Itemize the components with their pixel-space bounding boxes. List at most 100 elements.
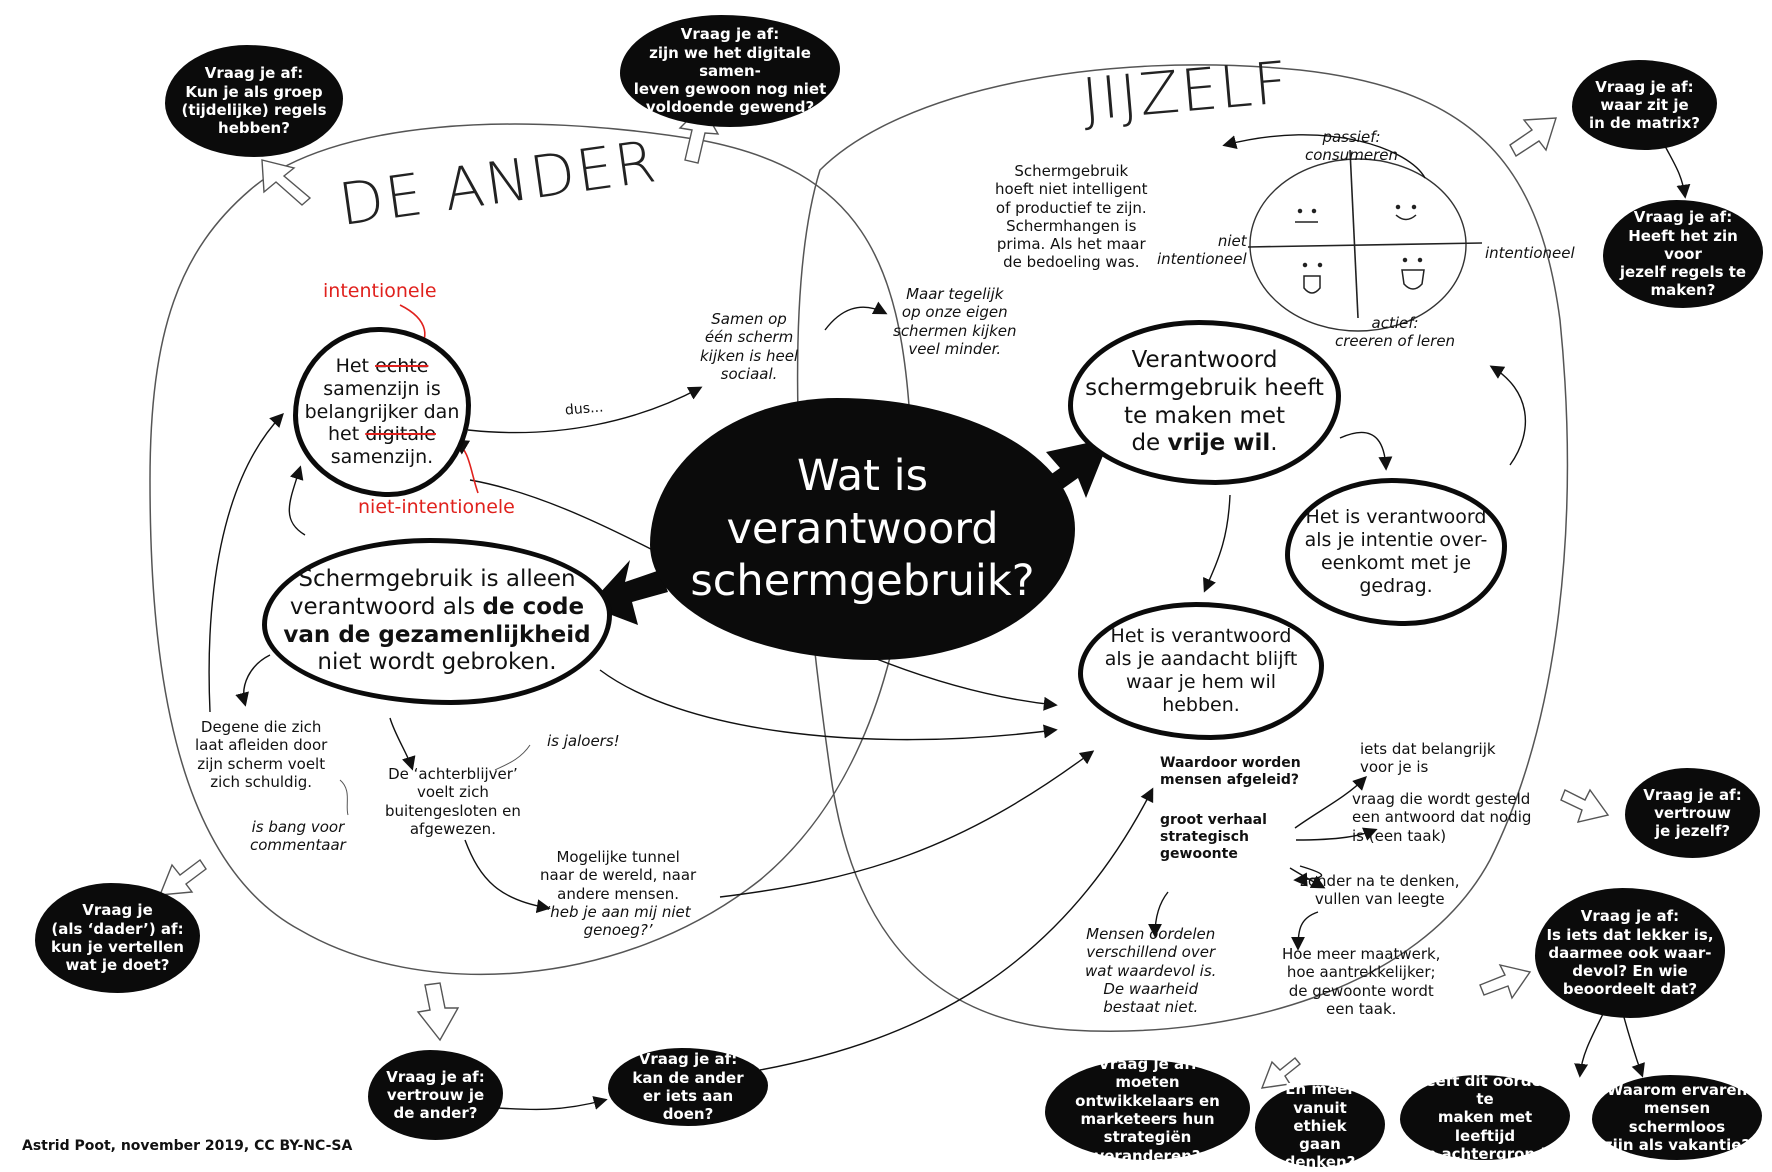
note-samen-2: één scherm [704,328,794,347]
note-waardoor: Waardoor worden mensen afgeleid? [1160,755,1301,789]
intent-line-2: als je intentie over- [1304,529,1488,552]
q-regels-4: maken? [1650,281,1716,300]
left-main-bold-1: de code [482,593,585,620]
face-active-open [1302,262,1323,294]
attention-line-1: Het is verantwoord [1110,625,1292,648]
q-leeftijd-3: en achtergrond? [1415,1144,1555,1163]
note-zonder-1: zonder na te denken, [1300,872,1460,890]
matrix-left-label: niet intentioneel [1157,232,1247,269]
q-lekker-1: Vraag je af: [1580,907,1680,926]
matrix-bottom-2: creeren of leren [1335,332,1456,351]
center-question-line-2: verantwoord [726,503,999,554]
red-intentionele: intentionele [323,280,437,302]
intentie-statement: Het is verantwoord als je intentie over-… [1285,478,1507,626]
note-maar-2: op onze eigen [901,303,1008,322]
center-question: Wat is verantwoord schermgebruik? [650,398,1075,660]
note-maatwerk-3: de gewoonte wordt [1288,981,1434,1000]
question-digitaal-samenleven: Vraag je af:zijn we het digitale samen-l… [620,15,840,127]
q-ad-1: Vraag je af: [638,1050,738,1069]
together-line-2: samenzijn is [323,377,441,400]
note-maar-3: schermen kijken [893,321,1017,340]
q-ethiek-2: vanuit ethiek [1293,1098,1347,1135]
left-main-line-2: verantwoord als [289,593,476,620]
intent-line-1: Het is verantwoord [1305,506,1487,529]
together-line-5: samenzijn. [330,446,434,469]
note-achter-2: voelt zich [416,783,489,802]
matrix-oval [1249,158,1467,332]
note-zonder-2: vullen van leegte [1314,890,1445,909]
q-matrix-2: waar zit je [1600,95,1689,114]
note-degene-4: zich schuldig. [210,772,313,791]
matrix-top-label: passief: consumeren [1305,128,1398,165]
hollow-arrow-top-left [261,159,312,206]
q-vakantie-3: zijn als vakantie? [1603,1135,1751,1154]
face-passive-smile [1395,204,1417,221]
matrix-bottom-label: actief: creeren of leren [1335,314,1455,351]
right-main-pre: de [1131,430,1161,457]
q-digitaal-2: zijn we het digitale samen- [649,43,811,80]
right-main-line-1: Verantwoord [1131,347,1278,374]
q-ontw-4: veranderen? [1094,1146,1201,1165]
q-vj-1: Vraag je af: [1643,785,1742,804]
note-maar-4: veel minder. [908,339,1002,358]
q-dader-4: wat je doet? [65,956,170,975]
hollow-arrow-left [158,858,207,896]
q-vj-3: je jezelf? [1654,822,1731,841]
note-samen-3: kijken is heel [700,346,799,365]
note-oordelen-1: Mensen oordelen [1086,925,1216,943]
q-va-1: Vraag je af: [386,1067,485,1086]
matrix-top-1: passief: [1322,128,1381,146]
q-va-2: vertrouw je [386,1085,485,1104]
question-groep-regels: Vraag je af:Kun je als groep(tijdelijke)… [165,45,343,157]
note-tunnel-4: ‘heb je aan mij niet [545,902,691,921]
note-oordelen-5: bestaat niet. [1103,998,1199,1017]
note-maar-1: Maar tegelijk [906,285,1004,303]
q-leeftijd-1: Heeft dit oordeel te [1412,1071,1558,1109]
note-sh-6: de bedoeling was. [1003,253,1140,272]
note-maar: Maar tegelijk op onze eigen schermen kij… [893,285,1017,358]
note-oordelen-2: verschillend over [1086,943,1216,962]
note-belangrijk-2: voor je is [1360,758,1429,777]
note-samen-4: sociaal. [720,364,778,383]
right-main-bold: vrije wil [1167,430,1271,457]
struck-echte: echte [375,355,429,377]
note-groot-3: gewoonte [1160,846,1238,863]
vrije-wil-statement: Verantwoord schermgebruik heeft te maken… [1068,320,1341,485]
q-ontw-2: moeten ontwikkelaars en [1075,1073,1220,1110]
hollow-arrow-bottom-right [1479,963,1532,1000]
note-tunnel-5: genoeg?’ [583,921,653,940]
note-belangrijk: iets dat belangrijk voor je is [1360,740,1496,777]
face-passive-neutral [1295,208,1318,223]
q-lekker-5: beoordeelt dat? [1562,980,1698,999]
note-taak-2: een antwoord dat nodig [1352,808,1532,827]
note-tunnel: Mogelijke tunnel naar de wereld, naar an… [540,848,696,939]
q-groep-1: Vraag je af: [204,64,304,83]
note-oordelen: Mensen oordelen verschillend over wat wa… [1085,925,1216,1016]
note-tunnel-2: naar de wereld, naar [540,866,697,885]
note-tunnel-3: andere mensen. [557,884,680,903]
q-matrix-1: Vraag je af: [1595,77,1694,96]
q-vakantie-1: Waarom ervaren [1606,1080,1748,1099]
q-digitaal-4: voldoende gewend? [645,98,815,117]
note-maatwerk-4: een taak. [1326,999,1397,1018]
q-groep-3: (tijdelijke) regels [181,101,327,119]
note-bang: is bang voor commentaar [250,818,346,855]
q-dader-1: Vraag je [82,901,153,920]
question-dader: Vraag je(als ‘dader’) af:kun je vertelle… [35,883,200,993]
q-lekker-4: devol? En wie [1572,962,1688,981]
q-lekker-3: daarmee ook waar- [1548,943,1712,962]
q-digitaal-1: Vraag je af: [680,25,780,44]
gezamenlijkheid-statement: Schermgebruik is alleen verantwoord als … [262,538,612,705]
note-waardoor-1: Waardoor worden [1160,755,1301,771]
note-degene: Degene die zich laat afleiden door zijn … [195,718,327,791]
note-samen: Samen op één scherm kijken is heel socia… [700,310,798,383]
note-sh-1: Schermgebruik [1014,162,1129,180]
q-ad-3: er iets aan doen? [642,1087,734,1124]
note-maatwerk-2: hoe aantrekkelijker; [1286,963,1436,982]
